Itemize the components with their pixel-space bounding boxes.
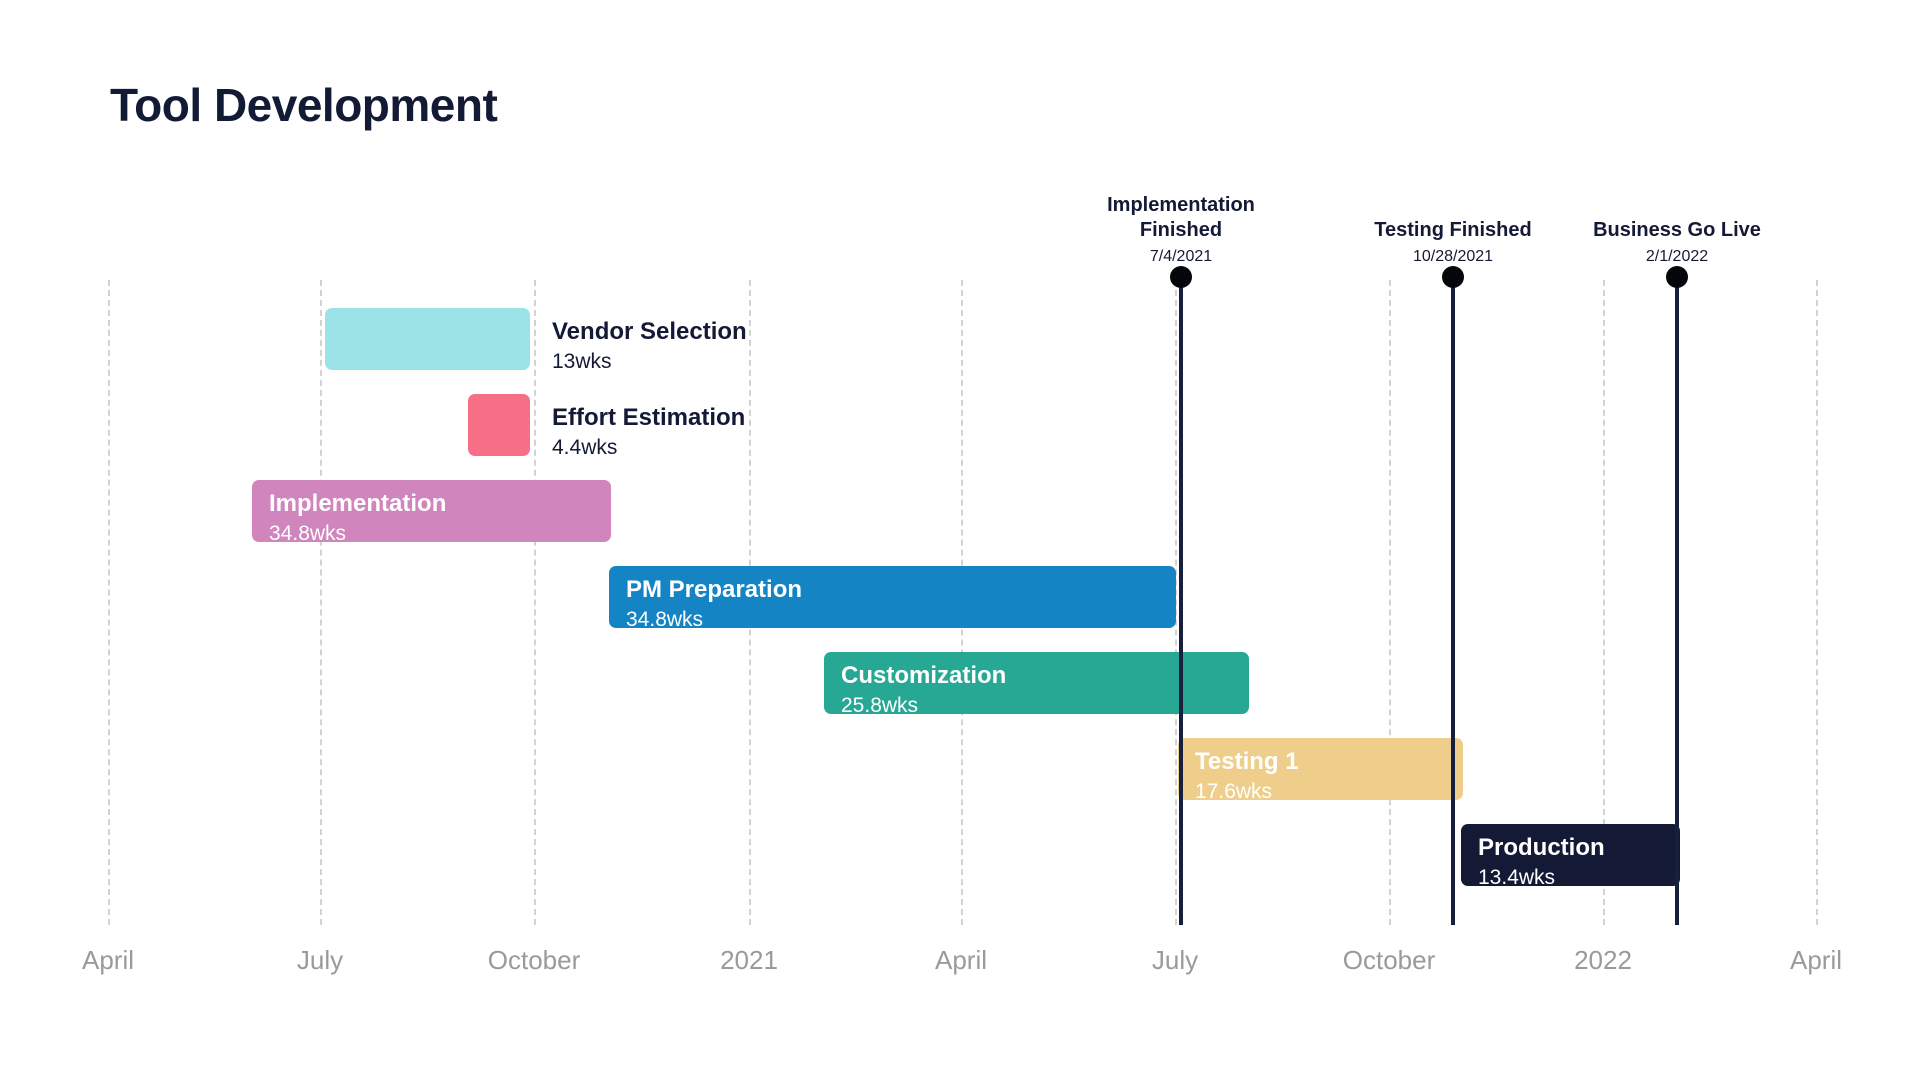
task-name: PM Preparation (626, 576, 803, 603)
task-duration: 4.4wks (552, 436, 618, 459)
page-title: Tool Development (110, 79, 498, 131)
gridline (1816, 280, 1818, 925)
milestone-line (1675, 282, 1679, 925)
task-name: Testing 1 (1195, 748, 1299, 775)
milestone-line (1179, 282, 1183, 925)
task-duration: 34.8wks (626, 608, 704, 631)
task-bar[interactable]: Implementation 34.8wks (252, 480, 611, 545)
task-duration: 13.4wks (1478, 866, 1556, 889)
axis-tick-label: October (1342, 945, 1436, 975)
axis-tick-label: April (81, 945, 135, 975)
milestone-line (1451, 282, 1455, 925)
task-bar[interactable]: Production 13.4wks (1461, 824, 1680, 889)
task-name: Customization (841, 662, 1007, 689)
task-bar[interactable] (468, 394, 530, 456)
gridline (1603, 280, 1605, 925)
milestone-dot-icon (1170, 266, 1192, 288)
axis-tick-label: October (487, 945, 581, 975)
task-bar[interactable]: Testing 1 17.6wks (1178, 738, 1463, 803)
gridline (320, 280, 322, 925)
axis-tick-label: 2021 (720, 945, 778, 975)
task-bar[interactable]: PM Preparation 34.8wks (609, 566, 1176, 631)
axis-tick-label: April (934, 945, 988, 975)
gridline (108, 280, 110, 925)
axis-tick-label: 2022 (1574, 945, 1632, 975)
axis-tick-label: July (1151, 945, 1199, 975)
task-duration: 34.8wks (269, 522, 347, 545)
task-name: Implementation (269, 490, 447, 517)
gridline (534, 280, 536, 925)
task-duration: 25.8wks (841, 694, 919, 717)
milestone-date: 2/1/2022 (1645, 248, 1709, 265)
task-name: Vendor Selection (552, 318, 747, 345)
task-name: Production (1478, 834, 1605, 861)
milestone-dot-icon (1442, 266, 1464, 288)
gridline (1389, 280, 1391, 925)
task-bar[interactable] (325, 308, 530, 370)
milestone-date: 7/4/2021 (1149, 248, 1213, 265)
task-bar[interactable]: Customization 25.8wks (824, 652, 1249, 717)
task-duration: 13wks (552, 350, 612, 373)
milestone-title: Business Go Live (1593, 219, 1761, 241)
gridline (1175, 280, 1177, 925)
axis-tick-label: July (296, 945, 344, 975)
axis-tick-label: April (1789, 945, 1843, 975)
milestone-dot-icon (1666, 266, 1688, 288)
task-name: Effort Estimation (552, 404, 746, 431)
milestone-title: Implementation Finished (1107, 194, 1255, 241)
task-duration: 17.6wks (1195, 780, 1273, 803)
milestone-title: Testing Finished (1374, 219, 1532, 241)
milestone-date: 10/28/2021 (1412, 248, 1494, 265)
